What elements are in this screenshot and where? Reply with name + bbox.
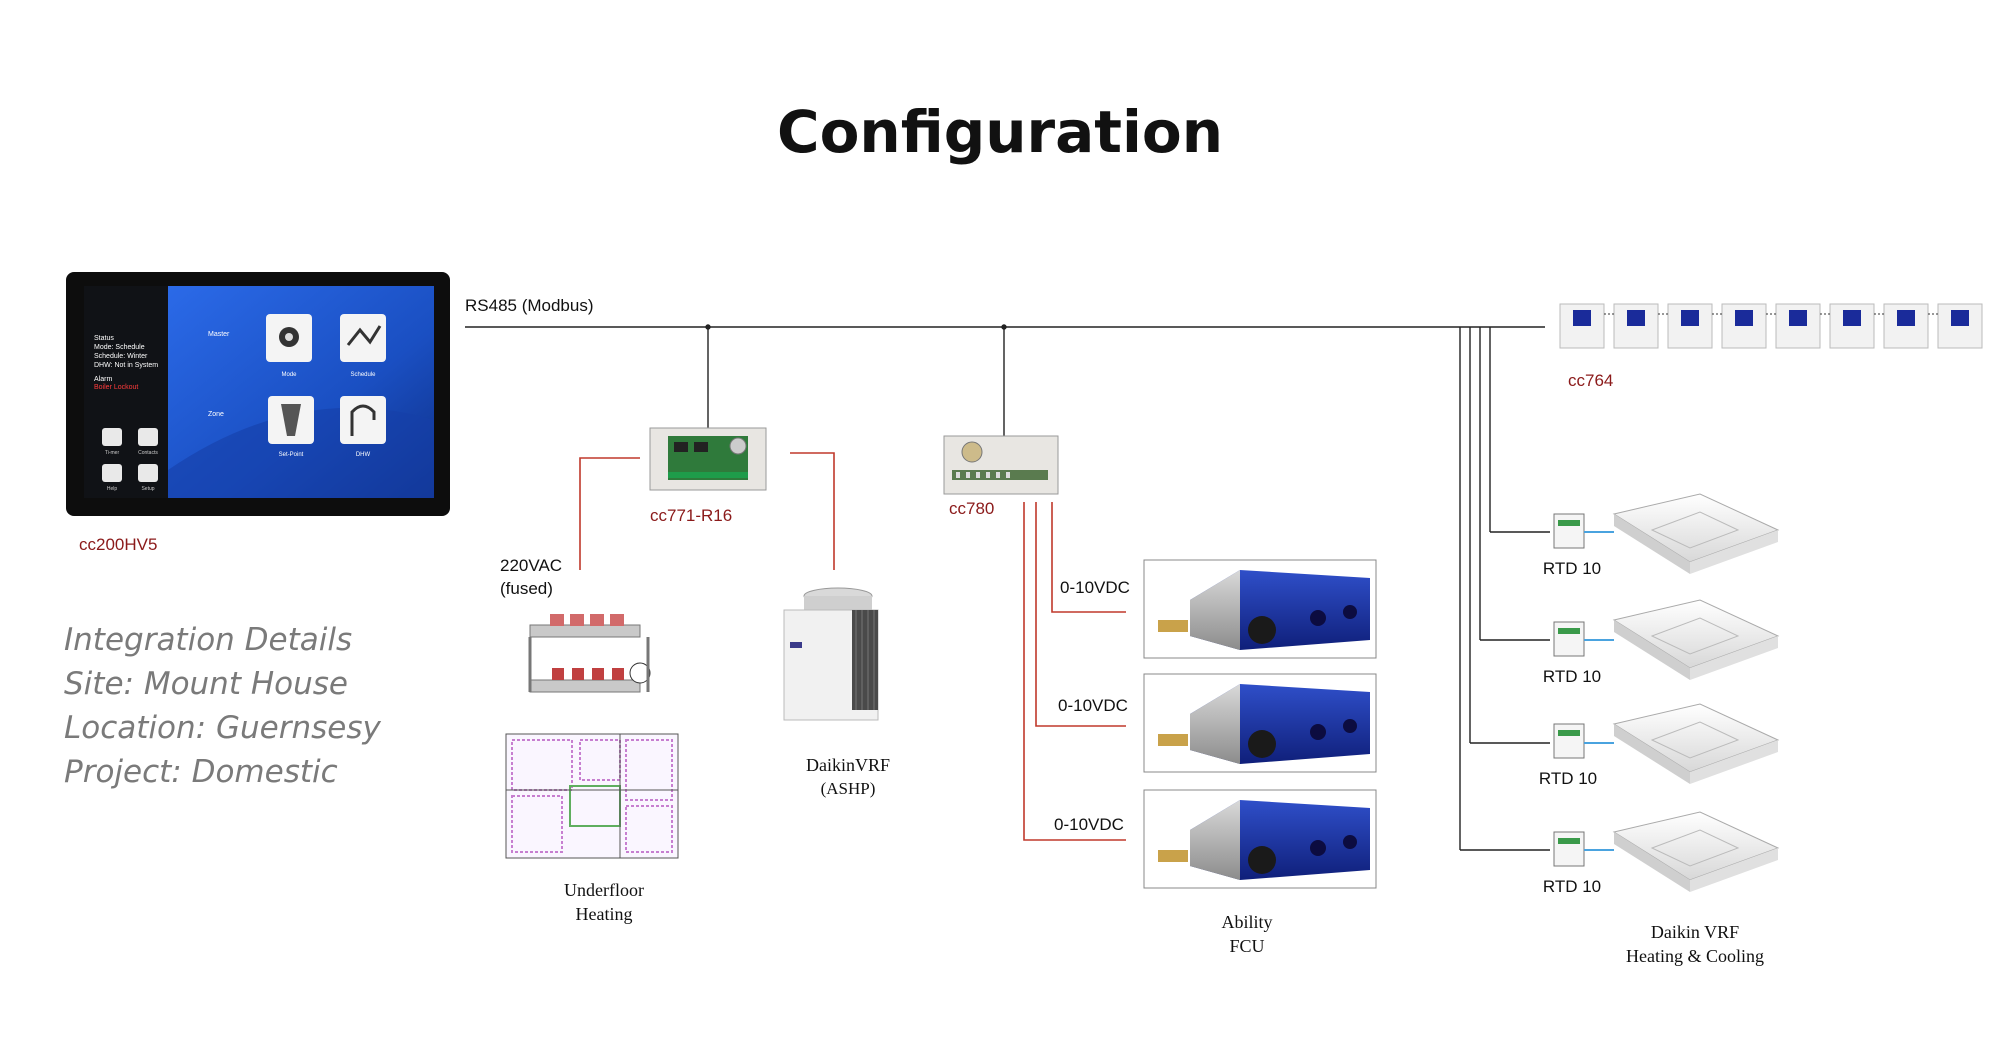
status-schedule: Schedule: Winter [94,353,148,360]
schedule-tile-label: Schedule [350,372,376,378]
rtd-label-2: RTD 10 [1543,667,1601,686]
rtd-module-2 [1553,621,1614,657]
status-dhw: DHW: Not in System [94,362,158,369]
help-button[interactable] [102,464,122,482]
svg-text:Contacts: Contacts [138,450,158,456]
zone-label: Zone [208,411,224,418]
fcu-unit-1 [1143,559,1377,659]
ashp-label-line1: DaikinVRF [806,755,890,775]
rtd-module-4 [1553,831,1614,867]
details-heading: Integration Details [64,622,353,658]
svg-text:Setup: Setup [141,486,154,492]
vdc-label-1: 0-10VDC [1060,578,1130,597]
touchscreen-device: Status Mode: Schedule Schedule: Winter D… [66,272,450,516]
mode-tile-label: Mode [281,372,297,378]
thermostats-label: cc764 [1568,371,1613,390]
ufh-label-line2: Heating [576,904,633,924]
details-site: Site: Mount House [64,666,348,702]
timer-button[interactable] [102,428,122,446]
cc764-thermostat-chain [1559,303,1983,349]
alarm-title: Alarm [94,376,112,383]
dhw-tile-label: DHW [356,452,371,458]
vrf-label-line2: Heating & Cooling [1626,946,1764,966]
vdc-signal-lines [1023,502,1126,841]
fcu-label-line2: FCU [1229,936,1264,956]
ufh-manifold [528,614,651,693]
ufh-label-line1: Underfloor [564,880,644,900]
alarm-text: Boiler Lockout [94,384,138,391]
svg-text:Help: Help [107,486,118,492]
page-title: Configuration [777,98,1223,166]
vrf-cassette-1 [1612,493,1780,574]
io-board [943,435,1059,495]
vrf-cassette-4 [1612,811,1780,892]
relay-board [649,427,767,491]
setup-button[interactable] [138,464,158,482]
fcu-unit-3 [1143,789,1377,889]
contacts-button[interactable] [138,428,158,446]
details-project: Project: Domestic [64,754,338,790]
rtd-label-3: RTD 10 [1539,769,1597,788]
fcu-label-line1: Ability [1221,912,1272,932]
relay-label: cc771-R16 [650,506,732,525]
schedule-tile[interactable] [340,314,386,362]
supply-label-line2: (fused) [500,579,553,598]
bus-label: RS485 (Modbus) [465,296,594,315]
master-label: Master [208,331,230,338]
vdc-label-2: 0-10VDC [1058,696,1128,715]
fcu-unit-2 [1143,673,1377,773]
touchscreen-label: cc200HV5 [79,535,157,554]
ufh-floor-plan [505,733,679,859]
svg-text:Ti-mer: Ti-mer [105,450,120,456]
rtd-module-3 [1553,723,1614,759]
vdc-label-3: 0-10VDC [1054,815,1124,834]
rtd-module-1 [1553,513,1614,549]
ashp-label-line2: (ASHP) [821,779,876,798]
status-title: Status [94,335,114,342]
bus-drops [705,324,1550,851]
setpoint-tile-label: Set-Point [279,452,304,458]
ashp-outdoor-unit [783,587,879,721]
details-location: Location: Guernsesy [64,710,381,746]
integration-details: Integration Details Site: Mount House Lo… [64,618,381,794]
rtd-label-4: RTD 10 [1543,877,1601,896]
relay-signal-lines [579,452,835,570]
vrf-label-line1: Daikin VRF [1651,922,1739,942]
supply-label-line1: 220VAC [500,556,562,575]
status-mode: Mode: Schedule [94,344,145,351]
dhw-tile[interactable] [340,396,386,444]
vrf-cassette-2 [1612,599,1780,680]
rtd-label-1: RTD 10 [1543,559,1601,578]
io-label: cc780 [949,499,994,518]
vrf-cassette-3 [1612,703,1780,784]
